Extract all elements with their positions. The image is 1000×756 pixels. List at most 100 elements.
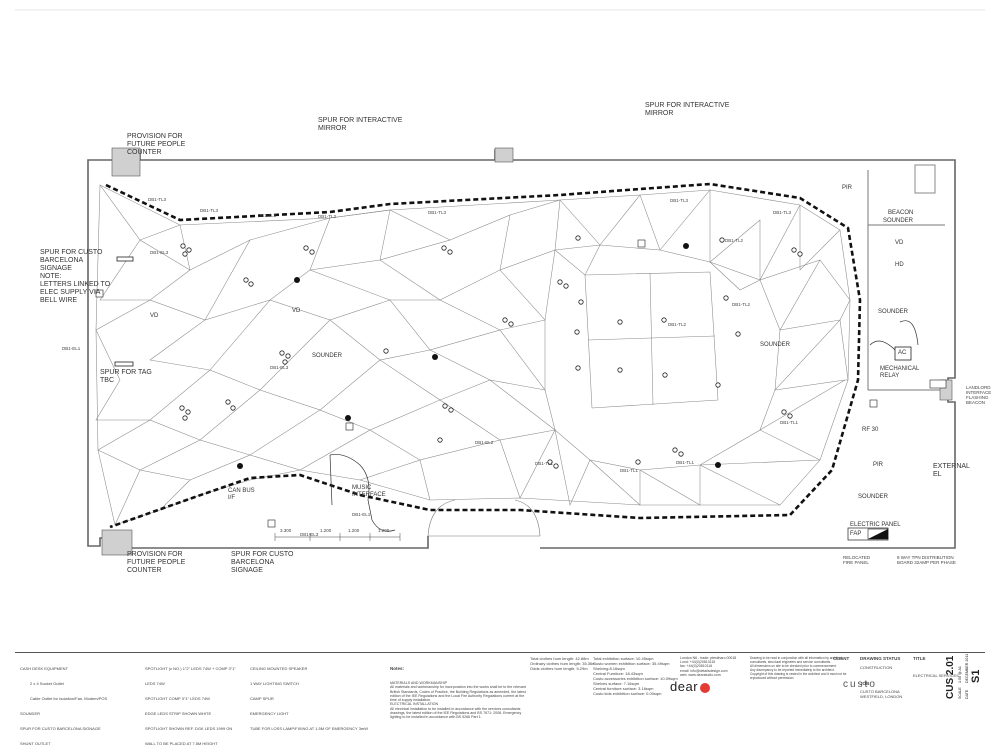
label-fap: FAP [850,531,862,537]
company-address: London N6 - trade: ptestinaro 00018 Lond… [680,656,737,677]
db-code: DB1-TL3 [318,214,337,219]
label-spur-custo-left: SPUR FOR CUSTO BARCELONA SIGNAGE NOTE: L… [40,249,111,304]
date-label: DATE [965,689,969,699]
label-landlord: LANDLORD INTERFACE FLASHING BEACON [966,385,992,405]
outlets [95,239,878,528]
db-code: DB1-EL1 [352,512,371,517]
label-pir-2: PIR [873,462,884,468]
ceiling-mesh [95,184,851,526]
label-provision-bottom: PROVISION FOR FUTURE PEOPLE COUNTER [127,551,186,574]
label-sounder-main: SOUNDER [312,353,343,359]
title-value: ELECTRICAL SERVICES [913,673,959,678]
disclaimer: Drawing to be read in conjunction with a… [750,656,847,680]
light-fixtures [179,235,803,469]
floor-plan-drawing [15,9,985,556]
label-spur-mirror-right: SPUR FOR INTERACTIVE MIRROR [645,102,730,117]
label-ac: AC [898,350,907,356]
dimension-text: 1.200 [348,528,360,533]
label-vd-3: VD [895,240,904,246]
db-code: DB1-EL3 [300,532,319,537]
label-spur-mirror-left: SPUR FOR INTERACTIVE MIRROR [318,117,403,132]
legend-item: 1 WAY LIGHTING SWITCH [250,681,299,686]
legend-item: SPOTLIGHT SHOWN REF. DGK LEDS 1999 ON [145,726,233,731]
job-value: CUSTO BARCELONA WESTFIELD, LONDON [860,689,903,699]
label-sounder-right1: SOUNDER [883,218,914,224]
entrance [427,499,541,537]
lengths-b: Total exhibition surface: 10.45sqm Custo… [593,656,678,696]
db-code: DB1-TL1 [620,468,639,473]
legend-item: Cable Outlet for Isolation/Fan, Modem/PO… [30,696,108,701]
label-spur-tag: SPUR FOR TAG TBC [100,369,152,384]
db-code: DB1-EL1 [62,346,81,351]
circuit-wiring [329,320,919,532]
legend-item: EDGE LEDS STRIP SHOWN WHITE [145,711,212,716]
label-spur-custo-bottom: SPUR FOR CUSTO BARCELONA SIGNAGE [231,551,294,574]
drawing-number: CUS 2.01 [945,655,956,699]
client-title: CLIENT [833,656,850,661]
db-code: DB1-EL2 [475,440,494,445]
structural-columns [101,147,953,556]
db-code: DB1-TL3 [258,213,277,218]
spur-bars [114,256,134,367]
label-relocated-fire: RELOCATED FIRE PANEL [843,555,871,565]
title-block: CASH DESK EQUIPMENT 2 x 4 Socket Outlet … [15,652,985,746]
db-code: DB1-EL3 [270,365,289,370]
legend-item: SOUNDER [20,711,41,716]
label-sounder-right2: SOUNDER [878,309,909,315]
label-music-interface: MUSIC INTERFACE [352,485,386,498]
label-sounder-bottom: SOUNDER [858,494,889,500]
legend-item: SHUNT OUTLET [20,741,51,746]
company-logo: dear [670,679,711,694]
label-provision-top: PROVISION FOR FUTURE PEOPLE COUNTER [127,133,186,156]
scale-label: SCALE [958,687,962,699]
label-hd: HD [895,262,904,268]
legend-item: TUBE FOR LOSS LAMP/FIXING AT 1.5M OF EME… [250,726,369,731]
legend-item: CASH DESK EQUIPMENT [20,666,69,671]
label-external-el: EXTERNAL EL [933,463,970,478]
dimension-text: 1.200 [320,528,332,533]
db-code: DB1-TL2 [732,302,751,307]
legend-col-1: CASH DESK EQUIPMENT 2 x 4 Socket Outlet … [20,656,107,756]
label-beacon: BEACON [888,210,914,216]
db-code: DB1-TL3 [670,198,689,203]
right-service-room [867,164,945,391]
legend-item: CAMP SPUR [250,696,274,701]
status-title: DRAWING STATUS [860,656,901,661]
led-strip-path [105,182,862,529]
legend-item: WALL TO BE PLACED AT 7.5M HEIGHT [145,741,218,746]
dimension-text: 3.300 [280,528,292,533]
label-vd-2: VD [292,308,301,314]
legend-item: SPUR FOR CUSTO BARCELONA SIGNAGE [20,726,101,731]
legend-item: EMERGENCY LIGHT [250,711,289,716]
building-walls [87,149,956,549]
lengths-a: Total clothes hum length: 42.88m Ordinar… [530,656,596,671]
legend-item: SPOTLIGHT (x NO.) 1"2" LEDS 74W + COMP 3… [145,666,236,671]
db-code: DB1-TL3 [200,208,219,213]
legend-col-3: CEILING MOUNTED SPEAKER 1 WAY LIGHTING S… [250,656,368,741]
db-code: DB1-TL3 [148,197,167,202]
notes: Notes: MATERIALS AND WORKMANSHIP All mat… [390,656,530,730]
label-electric-panel: ELECTRIC PANEL [850,522,901,528]
date-value: DECEMBER 2011 [965,653,969,683]
db-code: DB1-TL3 [428,210,447,215]
dimension-line [274,533,401,541]
db-code: DB1-TL2 [668,322,687,327]
label-sounder-mid: SOUNDER [760,342,791,348]
ac-unit [894,346,947,389]
db-code: DB1-TL1 [535,461,554,466]
label-vd-1: VD [150,313,159,319]
revision: S1 [970,669,982,683]
status-value: CONSTRUCTION [860,665,893,670]
dimension-text: 1.200 [378,528,390,533]
db-code: DB1-TL2 [725,238,744,243]
legend-col-2: SPOTLIGHT (x NO.) 1"2" LEDS 74W + COMP 3… [145,656,236,756]
title-label: TITLE [913,656,926,661]
label-mech-relay: MECHANICAL RELAY [880,366,920,379]
electric-panel [847,527,889,541]
db-code: DB1-TL1 [676,460,695,465]
legend-item: LEDS 74W [145,681,165,686]
label-tph: 8 WAY TPN DISTRIBUTION BOARD 32AMP PER P… [897,555,956,565]
db-code: DB1-TL3 [773,210,792,215]
legend-item: 2 x 4 Socket Outlet [30,681,64,686]
legend-item: SPOTLIGHT COMP 3"1" LEDS 74W [145,696,210,701]
